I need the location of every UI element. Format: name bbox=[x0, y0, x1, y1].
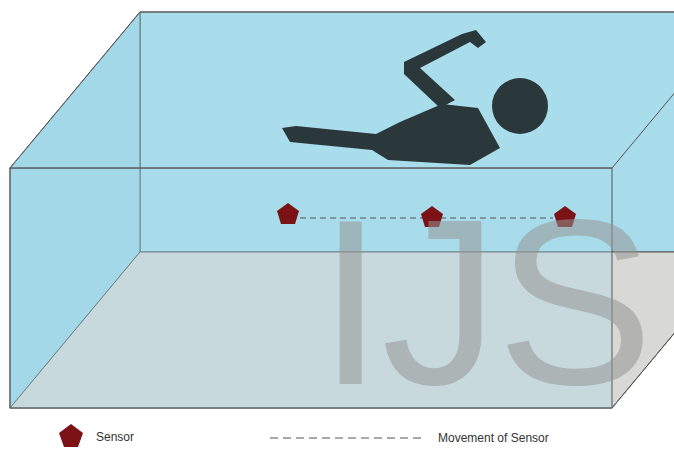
legend-sensor-sample bbox=[59, 424, 83, 447]
watermark: IJS bbox=[318, 185, 652, 420]
legend-movement-sample bbox=[270, 437, 425, 438]
water-top bbox=[10, 12, 674, 168]
legend-label: Movement of Sensor bbox=[438, 431, 549, 445]
legend-label: Sensor bbox=[96, 430, 134, 444]
